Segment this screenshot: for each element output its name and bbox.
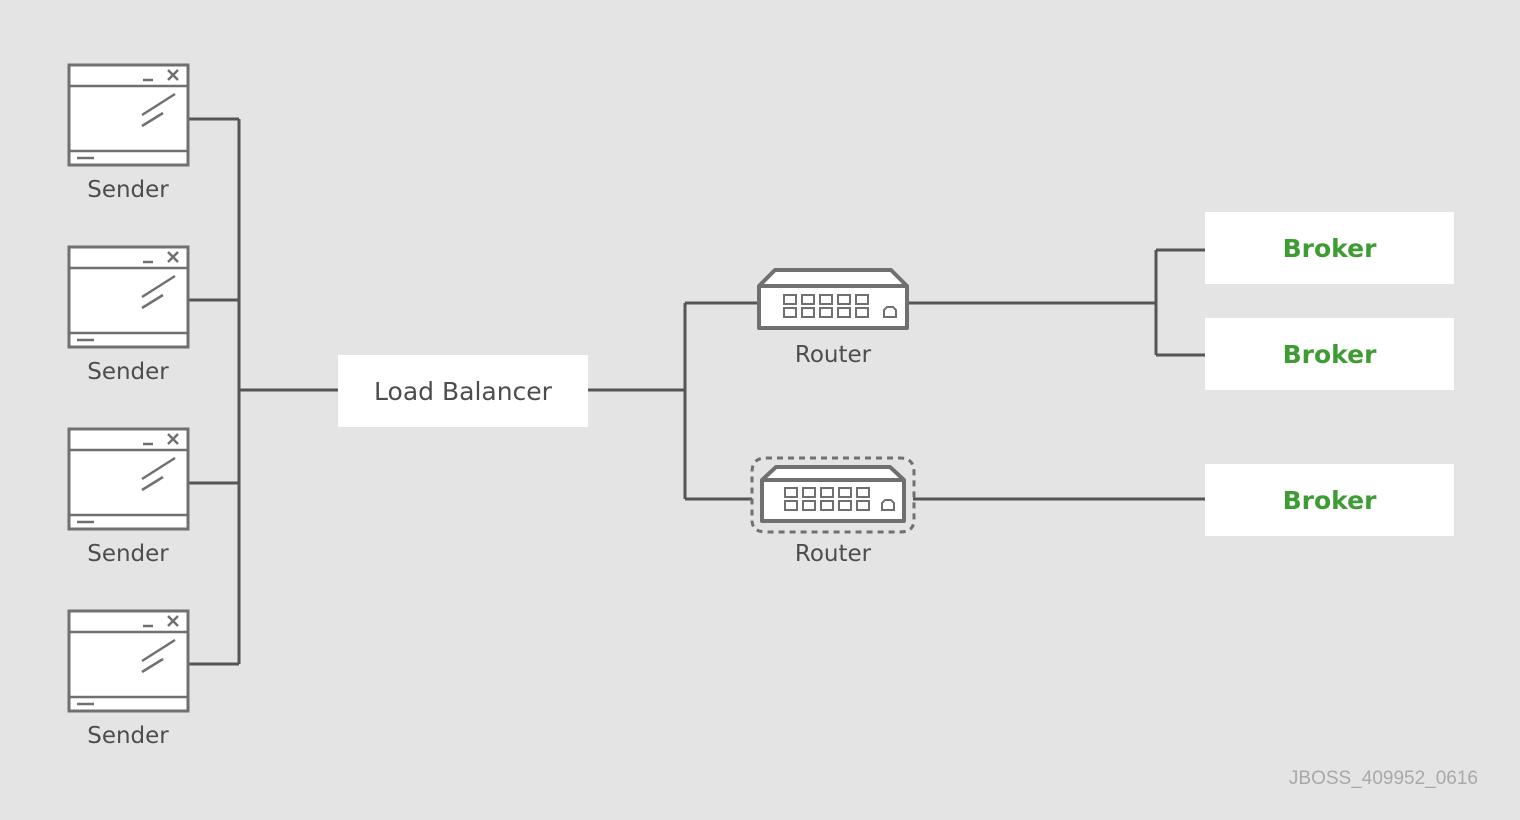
sender-label: Sender xyxy=(87,541,169,567)
window-icon xyxy=(67,609,190,713)
broker-label: Broker xyxy=(1282,233,1377,263)
router-label: Router xyxy=(794,541,872,567)
sender-label: Sender xyxy=(87,177,169,203)
broker-box: Broker xyxy=(1205,464,1454,536)
router-label: Router xyxy=(794,342,872,368)
router-icon xyxy=(750,456,916,534)
window-icon xyxy=(67,427,190,531)
broker-box: Broker xyxy=(1205,212,1454,284)
load-balancer-label: Load Balancer xyxy=(374,376,552,406)
broker-label: Broker xyxy=(1282,485,1377,515)
router-icon xyxy=(757,268,909,330)
sender-label: Sender xyxy=(87,359,169,385)
sender-label: Sender xyxy=(87,723,169,749)
load-balancer: Load Balancer xyxy=(338,355,588,427)
broker-box: Broker xyxy=(1205,318,1454,390)
window-icon xyxy=(67,245,190,349)
broker-label: Broker xyxy=(1282,339,1377,369)
figure-id-watermark: JBOSS_409952_0616 xyxy=(1288,768,1478,789)
window-icon xyxy=(67,63,190,167)
